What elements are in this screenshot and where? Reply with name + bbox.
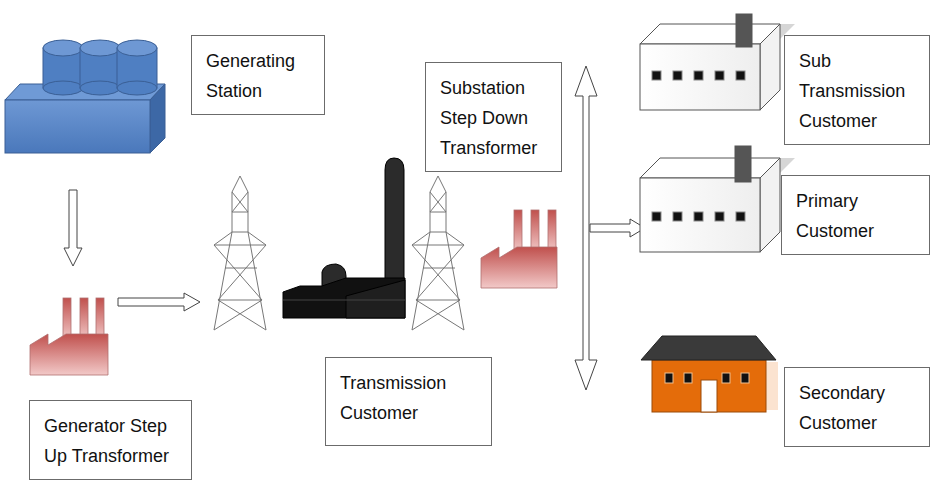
flow-arrow xyxy=(64,190,82,266)
step-down-transformer-icon xyxy=(481,210,557,288)
primary-customer-building xyxy=(640,146,795,252)
flow-arrow xyxy=(118,293,200,311)
sub-transmission-building xyxy=(640,14,795,110)
label-box: Generator Step Up Transformer xyxy=(29,400,192,480)
label-box: Substation Step Down Transformer xyxy=(425,62,562,172)
flow-arrow xyxy=(590,219,645,237)
label-box: Transmission Customer xyxy=(325,357,492,446)
label-box: Secondary Customer xyxy=(784,367,930,447)
transmission-tower xyxy=(412,176,464,330)
label-box: Generating Station xyxy=(191,35,325,115)
secondary-customer-house xyxy=(641,336,778,412)
box-label: Substation Step Down Transformer xyxy=(440,73,549,163)
box-label: Secondary Customer xyxy=(799,378,917,438)
transmission-customer-icon xyxy=(283,158,405,318)
transmission-tower xyxy=(214,176,266,330)
box-label: Transmission Customer xyxy=(340,368,479,428)
box-label: Generator Step Up Transformer xyxy=(44,411,179,471)
step-up-transformer-icon xyxy=(30,298,108,375)
box-label: Sub Transmission Customer xyxy=(799,46,917,136)
box-label: Generating Station xyxy=(206,46,312,106)
label-box: Primary Customer xyxy=(781,175,930,255)
label-box: Sub Transmission Customer xyxy=(784,35,930,145)
box-label: Primary Customer xyxy=(796,186,917,246)
generating-station-icon xyxy=(5,40,165,153)
